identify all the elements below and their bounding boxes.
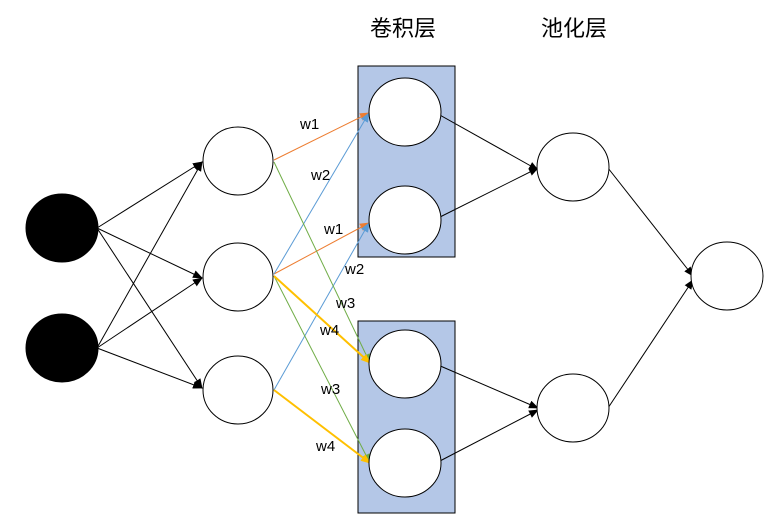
input-edges — [96, 161, 203, 389]
edge-w3-upper — [273, 161, 371, 364]
edge-in2-h3 — [96, 347, 203, 389]
edge-w1-upper — [273, 112, 370, 161]
edge-c4-p2 — [437, 409, 539, 463]
edge-w1-lower — [273, 222, 370, 275]
hidden-node-2 — [202, 242, 274, 312]
weight-label-w4-lower: w4 — [315, 438, 335, 455]
pool-node-1 — [536, 132, 610, 202]
weight-label-w2-upper: w2 — [310, 167, 330, 184]
weight-label-w1-upper: w1 — [299, 116, 319, 133]
edge-c3-p2 — [437, 364, 539, 409]
pool-node-2 — [536, 373, 610, 443]
edge-c2-p1 — [437, 167, 539, 219]
edge-in2-h1 — [96, 161, 203, 349]
conv-node-2 — [368, 185, 442, 255]
conv-node-4 — [368, 428, 442, 498]
input-node-2 — [25, 313, 99, 383]
conv-node-3 — [368, 329, 442, 399]
edge-p1-out — [607, 167, 694, 277]
edge-w2-lower — [273, 222, 370, 391]
edge-p2-out — [607, 279, 694, 409]
pool-layer-title: 池化层 — [541, 17, 607, 42]
hidden-node-1 — [202, 126, 274, 196]
edge-w4-upper — [273, 275, 371, 364]
weight-label-w3-upper: w3 — [335, 295, 355, 312]
edge-in1-h3 — [96, 227, 203, 389]
weight-label-w4-upper: w4 — [319, 322, 339, 339]
edge-in1-h1 — [96, 161, 203, 229]
conv-layer-title: 卷积层 — [370, 17, 436, 42]
edge-in2-h2 — [96, 277, 203, 349]
edge-in1-h2 — [96, 227, 203, 279]
conv-node-1 — [368, 77, 442, 147]
output-node — [690, 241, 764, 311]
edge-w3-lower — [273, 275, 371, 464]
hidden-node-3 — [202, 355, 274, 425]
edge-w2-upper — [273, 112, 370, 275]
pool-edges — [437, 113, 694, 463]
input-node-1 — [25, 193, 99, 263]
edge-w4-lower — [273, 389, 371, 464]
edge-c1-p1 — [437, 113, 539, 171]
weight-label-w1-lower: w1 — [323, 221, 343, 238]
weight-label-w2-lower: w2 — [344, 261, 364, 278]
weight-label-w3-lower: w3 — [320, 381, 340, 398]
